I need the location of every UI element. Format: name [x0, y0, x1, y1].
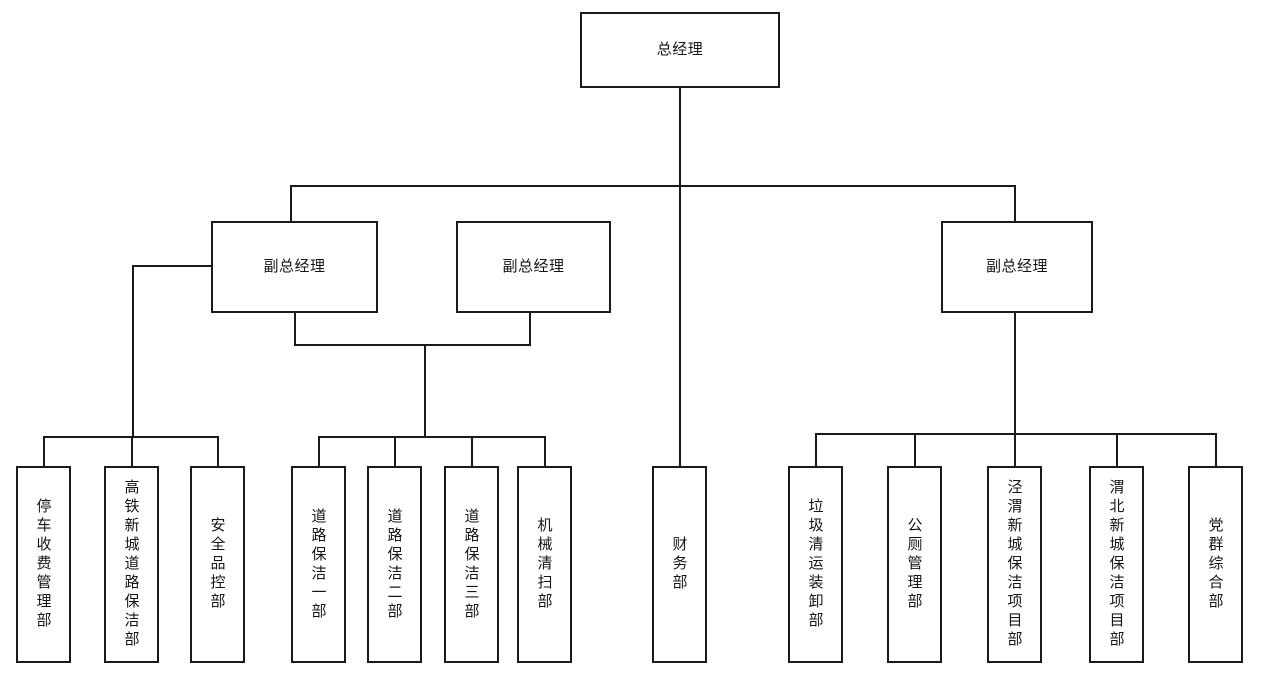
edge-right-drop-4: [1116, 433, 1118, 466]
node-label: 道路保洁二部: [385, 507, 404, 622]
edge-mid-drop-4: [544, 436, 546, 466]
node-parking-fee-management-dept[interactable]: 停车收费管理部: [16, 466, 71, 663]
edge-vp2-bottom-drop: [529, 313, 531, 346]
edge-mid-drop-2: [394, 436, 396, 466]
edge-bus-to-vp3: [1014, 185, 1016, 221]
edge-left-drop-1: [43, 436, 45, 466]
edge-right-drop-1: [815, 433, 817, 466]
node-safety-quality-control-dept[interactable]: 安全品控部: [190, 466, 245, 663]
edge-mid-drop-3: [471, 436, 473, 466]
edge-vp1-left-stub: [132, 265, 212, 267]
node-jingwei-new-city-cleaning-project-dept[interactable]: 泾渭新城保洁项目部: [987, 466, 1042, 663]
edge-gm-trunk: [679, 88, 681, 466]
node-label: 停车收费管理部: [34, 498, 53, 631]
node-label: 高铁新城道路保洁部: [122, 479, 141, 650]
node-high-speed-rail-new-city-road-cleaning-dept[interactable]: 高铁新城道路保洁部: [104, 466, 159, 663]
node-vice-general-manager-3[interactable]: 副总经理: [941, 221, 1093, 313]
node-label: 副总经理: [502, 257, 565, 276]
node-label: 泾渭新城保洁项目部: [1005, 479, 1024, 650]
node-label: 党群综合部: [1206, 517, 1225, 612]
node-label: 公厕管理部: [905, 517, 924, 612]
node-road-cleaning-dept-1[interactable]: 道路保洁一部: [291, 466, 346, 663]
node-party-mass-general-affairs-dept[interactable]: 党群综合部: [1188, 466, 1243, 663]
node-road-cleaning-dept-3[interactable]: 道路保洁三部: [444, 466, 499, 663]
edge-vp12-merge-bar: [294, 344, 531, 346]
node-label: 渭北新城保洁项目部: [1107, 479, 1126, 650]
node-label: 副总经理: [263, 257, 326, 276]
edge-left-drop-2: [131, 436, 133, 466]
edge-right-drop-3: [1014, 433, 1016, 466]
edge-left-drop-3: [217, 436, 219, 466]
edge-level2-bus: [290, 185, 1016, 187]
edge-right-drop-2: [914, 433, 916, 466]
edge-vp1-left-drop: [132, 265, 134, 437]
node-vice-general-manager-1[interactable]: 副总经理: [211, 221, 378, 313]
node-weibei-new-city-cleaning-project-dept[interactable]: 渭北新城保洁项目部: [1089, 466, 1144, 663]
edge-bus-to-vp1: [290, 185, 292, 221]
node-mechanical-sweeping-dept[interactable]: 机械清扫部: [517, 466, 572, 663]
node-label: 安全品控部: [208, 517, 227, 612]
node-road-cleaning-dept-2[interactable]: 道路保洁二部: [367, 466, 422, 663]
node-public-toilet-management-dept[interactable]: 公厕管理部: [887, 466, 942, 663]
edge-vp12-merge-drop: [424, 344, 426, 436]
node-general-manager[interactable]: 总经理: [580, 12, 780, 88]
edge-mid-group-bar: [318, 436, 546, 438]
node-garbage-transport-loading-dept[interactable]: 垃圾清运装卸部: [788, 466, 843, 663]
node-label: 机械清扫部: [535, 517, 554, 612]
node-label: 垃圾清运装卸部: [806, 498, 825, 631]
edge-vp1-bottom-drop: [294, 313, 296, 346]
edge-mid-drop-1: [318, 436, 320, 466]
node-label: 财务部: [670, 536, 689, 593]
node-vice-general-manager-2[interactable]: 副总经理: [456, 221, 611, 313]
edge-vp3-bottom-drop: [1014, 313, 1016, 434]
node-label: 道路保洁三部: [462, 507, 481, 622]
node-label: 副总经理: [985, 257, 1048, 276]
node-finance-dept[interactable]: 财务部: [652, 466, 707, 663]
node-label: 总经理: [656, 40, 704, 59]
edge-right-drop-5: [1215, 433, 1217, 466]
node-label: 道路保洁一部: [309, 507, 328, 622]
